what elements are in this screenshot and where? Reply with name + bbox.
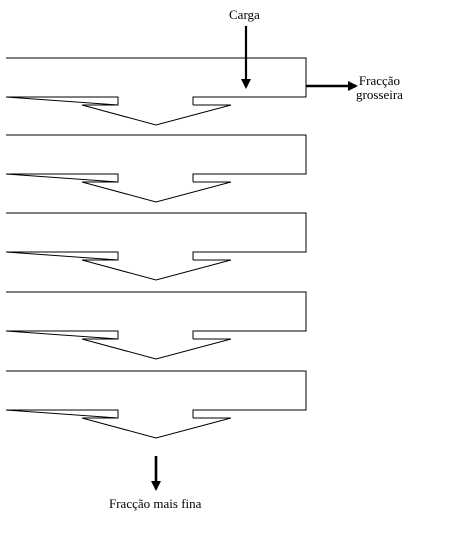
stage-discharge-chute xyxy=(81,259,232,281)
finest-fraction-label: Fracção mais fina xyxy=(109,496,202,511)
stage-box xyxy=(5,370,307,419)
coarse-fraction-label-line1: Fracção xyxy=(358,73,401,88)
stage-discharge-chute xyxy=(81,338,232,360)
coarse-fraction-label-line2: grosseira xyxy=(356,87,403,102)
stage-group xyxy=(5,57,307,439)
stage-box xyxy=(5,134,307,183)
classifier-stage xyxy=(5,370,307,439)
stage-box xyxy=(5,212,307,261)
stage-box xyxy=(5,291,307,340)
classifier-stage xyxy=(5,134,307,203)
stage-box xyxy=(5,57,307,106)
classifier-stage xyxy=(5,57,307,126)
stage-discharge-chute xyxy=(81,417,232,439)
coarse-fraction-label: Fracção grosseira xyxy=(356,74,403,102)
classifier-stage xyxy=(5,212,307,281)
stage-discharge-chute xyxy=(81,104,232,126)
classifier-stage xyxy=(5,291,307,360)
stage-discharge-chute xyxy=(81,181,232,203)
charge-label: Carga xyxy=(229,7,260,22)
